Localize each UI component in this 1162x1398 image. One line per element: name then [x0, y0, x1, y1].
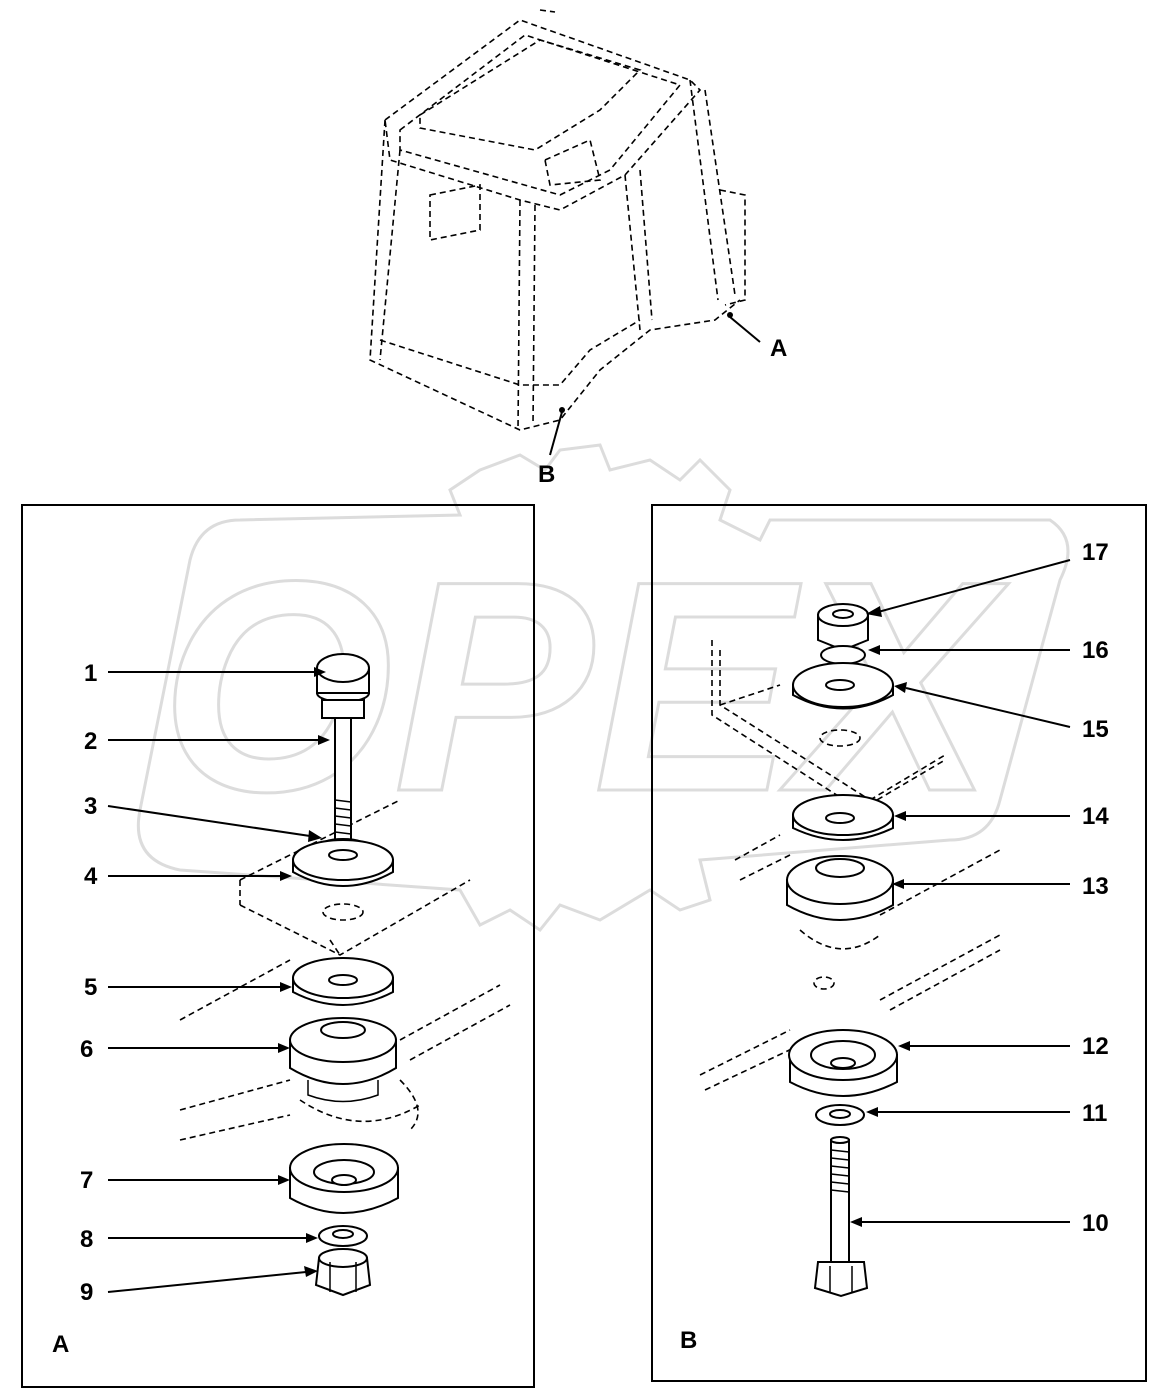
callout-3: 3 — [84, 793, 97, 820]
view-letter-a: A — [770, 335, 787, 362]
callout-14: 14 — [1082, 803, 1109, 830]
callout-1: 1 — [84, 660, 97, 687]
callout-11: 11 — [1082, 1100, 1107, 1127]
panel-a-frame — [21, 504, 535, 1388]
watermark: OPEX — [136, 443, 1070, 933]
callout-15: 15 — [1082, 716, 1109, 743]
leaders-b — [850, 559, 1071, 1227]
callout-5: 5 — [84, 974, 97, 1001]
panel-a-letter: A — [52, 1331, 69, 1358]
panel-b-letter: B — [680, 1327, 697, 1354]
leaders-a — [107, 667, 330, 1293]
callout-13: 13 — [1082, 873, 1109, 900]
assembly-b — [699, 603, 1001, 1298]
assembly-a — [179, 653, 511, 1297]
cab-overview: B A — [369, 9, 787, 488]
view-letter-b: B — [538, 461, 555, 488]
callout-17: 17 — [1082, 539, 1109, 566]
callout-16: 16 — [1082, 637, 1109, 664]
callout-9: 9 — [80, 1279, 93, 1306]
callout-7: 7 — [80, 1167, 93, 1194]
callout-2: 2 — [84, 728, 97, 755]
callout-12: 12 — [1082, 1033, 1109, 1060]
callout-4: 4 — [84, 863, 98, 890]
callout-6: 6 — [80, 1036, 93, 1063]
callout-10: 10 — [1082, 1210, 1109, 1237]
panel-b-frame — [651, 504, 1147, 1382]
callout-8: 8 — [80, 1226, 93, 1253]
